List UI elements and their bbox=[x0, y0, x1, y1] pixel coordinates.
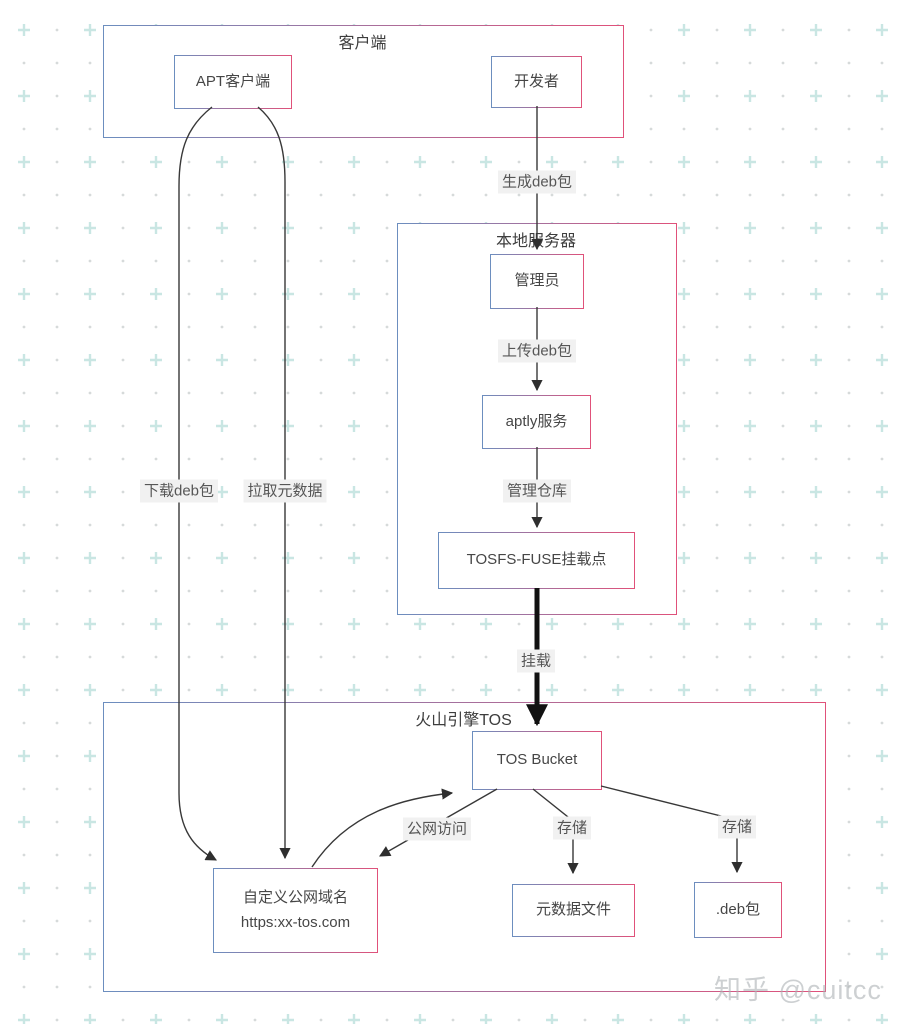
node-metadata-file-label: 元数据文件 bbox=[535, 901, 611, 919]
node-apt-client-label: APT客户端 bbox=[195, 72, 271, 90]
node-tosfs-fuse-label: TOSFS-FUSE挂载点 bbox=[466, 551, 607, 569]
node-admin: 管理员 bbox=[490, 254, 584, 309]
node-tosfs-fuse: TOSFS-FUSE挂载点 bbox=[438, 532, 635, 589]
group-volcano-tos-title: 火山引擎TOS bbox=[415, 712, 512, 729]
node-apt-client: APT客户端 bbox=[174, 55, 292, 109]
node-admin-label: 管理员 bbox=[514, 272, 560, 290]
edge-label-mount: 挂载 bbox=[516, 649, 556, 673]
edge-label-manage-repo: 管理仓库 bbox=[502, 479, 572, 503]
node-deb-package: .deb包 bbox=[694, 882, 782, 938]
group-client-title: 客户端 bbox=[338, 35, 387, 52]
node-metadata-file: 元数据文件 bbox=[512, 884, 635, 937]
zhihu-watermark: 知乎 @cuitcc bbox=[714, 975, 882, 1005]
edge-label-generate-deb: 生成deb包 bbox=[497, 170, 577, 194]
node-aptly-service-label: aptly服务 bbox=[505, 412, 568, 430]
edge-label-upload-deb: 上传deb包 bbox=[497, 339, 577, 363]
node-deb-package-label: .deb包 bbox=[715, 900, 761, 918]
edge-label-pull-metadata: 拉取元数据 bbox=[243, 479, 327, 503]
edge-label-store-metadata: 存储 bbox=[552, 816, 592, 840]
node-custom-domain-line1: 自定义公网域名 bbox=[242, 888, 348, 906]
node-tos-bucket-label: TOS Bucket bbox=[496, 751, 578, 769]
node-developer-label: 开发者 bbox=[513, 72, 559, 90]
group-volcano-tos bbox=[103, 702, 826, 992]
edge-label-store-deb: 存储 bbox=[717, 815, 757, 839]
node-tos-bucket: TOS Bucket bbox=[472, 731, 602, 790]
node-custom-domain-line2: https:xx-tos.com bbox=[240, 913, 351, 931]
group-local-server-title: 本地服务器 bbox=[495, 233, 576, 250]
node-aptly-service: aptly服务 bbox=[482, 395, 591, 449]
node-custom-domain: 自定义公网域名 https:xx-tos.com bbox=[213, 868, 378, 953]
edge-label-public-access: 公网访问 bbox=[402, 817, 472, 841]
edge-label-download-deb: 下载deb包 bbox=[139, 479, 219, 503]
node-developer: 开发者 bbox=[491, 56, 582, 108]
